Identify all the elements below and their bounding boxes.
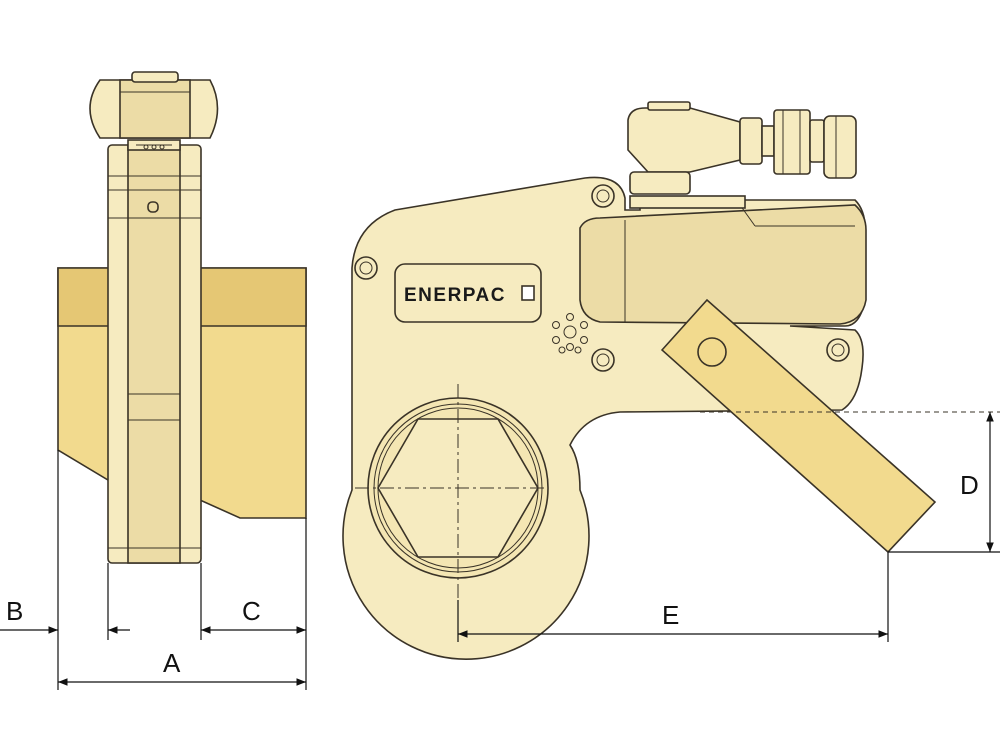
dimensions: B C A E D <box>0 412 1000 690</box>
hydraulic-cap-side <box>89 71 219 139</box>
dimension-a: A <box>57 648 306 686</box>
dimension-a-label: A <box>163 648 181 678</box>
logo-badge-icon: ENERPAC <box>394 263 542 323</box>
screw-head-icon <box>354 184 850 372</box>
dimension-e: E <box>458 600 888 638</box>
logo-text: ENERPAC <box>404 285 506 306</box>
vent-holes-icon <box>552 313 588 354</box>
dimension-e-label: E <box>662 600 679 630</box>
tool-body-side <box>107 139 202 564</box>
dimension-b-label: B <box>6 596 23 626</box>
hex-socket <box>355 384 549 600</box>
hydraulic-swivel-coupler-icon <box>627 101 857 195</box>
side-view <box>57 71 307 564</box>
dimension-d-label: D <box>960 470 979 500</box>
dimension-b: B <box>0 596 130 634</box>
dimension-c-label: C <box>242 596 261 626</box>
dimension-c: C <box>201 596 306 634</box>
dimension-d: D <box>960 412 994 552</box>
reaction-arm <box>660 298 937 554</box>
front-view: ENERPAC <box>342 101 1000 660</box>
